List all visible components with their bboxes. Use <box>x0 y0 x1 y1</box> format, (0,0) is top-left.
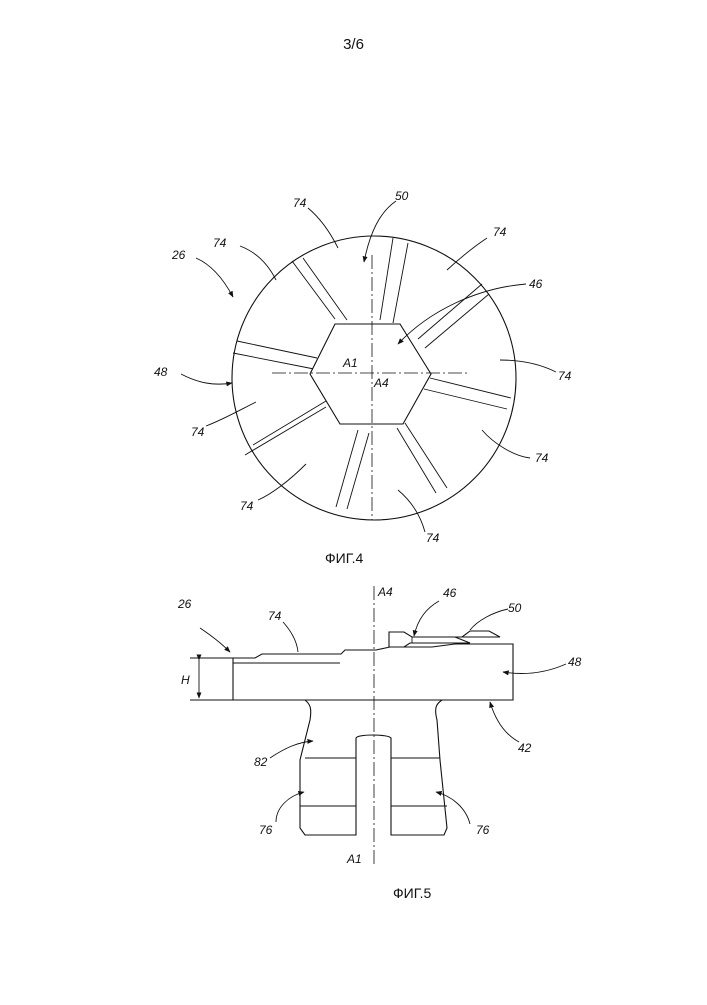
axis-label-a1: A1 <box>342 356 358 370</box>
label-74: 74 <box>535 451 549 465</box>
groove <box>397 423 447 493</box>
label-48: 48 <box>154 365 168 379</box>
label-50: 50 <box>395 189 409 203</box>
leader-46 <box>414 601 439 636</box>
leader-74 <box>240 246 276 280</box>
flange-body <box>233 644 513 700</box>
axis-label-a1: A1 <box>346 852 362 866</box>
hex-socket <box>310 324 431 424</box>
label-74: 74 <box>426 531 440 545</box>
shank <box>300 700 447 835</box>
label-74: 74 <box>293 196 307 210</box>
page-number: 3/6 <box>0 36 707 53</box>
figure-4: 26 48 50 46 74 74 74 74 74 74 74 74 A1 A… <box>154 189 572 566</box>
label-74: 74 <box>213 236 227 250</box>
figure-5-caption: ФИГ.5 <box>393 885 431 901</box>
groove <box>380 238 408 323</box>
key-tab <box>389 631 500 647</box>
label-26: 26 <box>177 597 192 611</box>
label-76: 76 <box>476 823 490 837</box>
groove <box>245 398 331 455</box>
leader-50 <box>470 609 508 630</box>
groove <box>233 341 317 369</box>
label-76: 76 <box>259 823 273 837</box>
label-46: 46 <box>529 277 543 291</box>
label-74: 74 <box>558 369 572 383</box>
leader-76 <box>436 792 470 824</box>
figure-4-caption: ФИГ.4 <box>325 550 363 566</box>
leader-82 <box>270 741 313 758</box>
figure-5: H 26 74 A4 46 50 48 42 82 76 76 A1 ФИГ.5 <box>177 585 582 901</box>
axis-label-a4: A4 <box>373 376 389 390</box>
leader-26 <box>196 258 233 297</box>
leader-74 <box>206 402 256 426</box>
leader-74 <box>398 490 425 532</box>
axis-label-a4: A4 <box>377 585 393 599</box>
label-74: 74 <box>493 225 507 239</box>
leader-74 <box>482 430 530 458</box>
label-50: 50 <box>508 601 522 615</box>
groove <box>292 258 347 320</box>
leader-74 <box>500 360 556 372</box>
leader-42 <box>490 702 519 742</box>
groove <box>336 430 369 509</box>
leader-46 <box>398 284 526 344</box>
label-42: 42 <box>518 741 532 755</box>
label-46: 46 <box>443 586 457 600</box>
leader-26 <box>200 628 230 652</box>
dimension-h-label: H <box>181 673 190 687</box>
label-74: 74 <box>240 499 254 513</box>
label-26: 26 <box>171 248 186 262</box>
label-74: 74 <box>268 609 282 623</box>
leader-48 <box>181 374 232 384</box>
leader-74 <box>283 622 298 652</box>
label-48: 48 <box>568 655 582 669</box>
leader-74 <box>447 238 487 270</box>
label-74: 74 <box>191 425 205 439</box>
leader-50 <box>364 201 396 262</box>
groove <box>424 378 511 409</box>
label-82: 82 <box>254 755 268 769</box>
